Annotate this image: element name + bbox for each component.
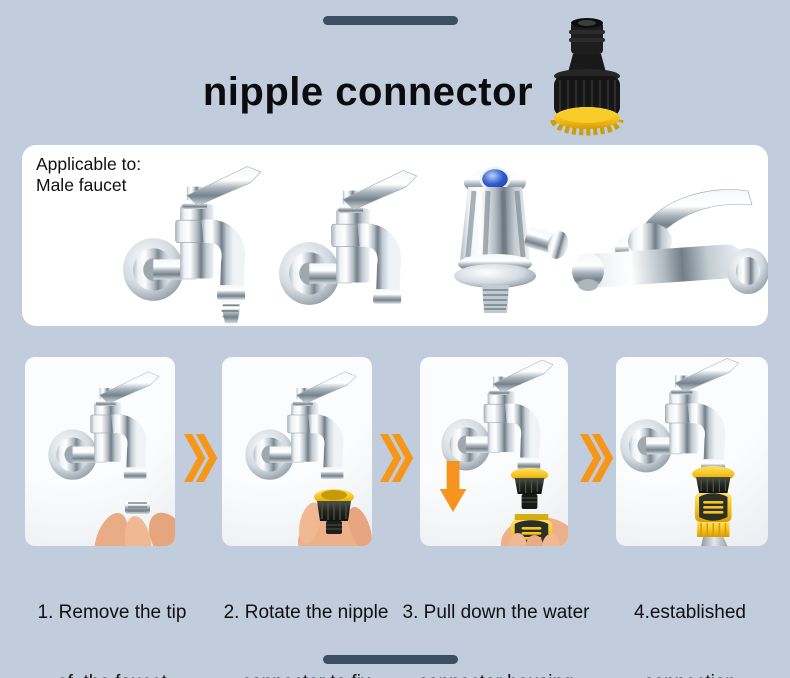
step-card-2 bbox=[222, 357, 372, 546]
next-step-chevron-icon bbox=[580, 434, 614, 482]
step-photo-pull-down-housing bbox=[420, 357, 568, 546]
step-card-3 bbox=[420, 357, 568, 546]
step-card-1 bbox=[25, 357, 175, 546]
male-bibcock-faucet-ribbed-icon bbox=[123, 166, 261, 324]
arrow-down-icon bbox=[439, 461, 467, 512]
faucet-examples-image bbox=[22, 145, 768, 324]
applicable-label-line2: Male faucet bbox=[36, 175, 127, 195]
step-photo-rotate-connector bbox=[222, 357, 372, 546]
step-photo-established-connection bbox=[616, 357, 768, 546]
wall-mixer-faucet-icon bbox=[572, 189, 768, 294]
applicable-label-line1: Applicable to: bbox=[36, 154, 142, 174]
angle-valve-icon bbox=[454, 166, 569, 313]
applicable-panel: Applicable to: Male faucet bbox=[22, 145, 768, 326]
step-caption-4: 4.established connection bbox=[634, 602, 746, 678]
step-caption-2: 2. Rotate the nipple connector to fix bbox=[223, 602, 389, 678]
next-step-chevron-icon bbox=[184, 434, 218, 482]
bottom-accent-bar bbox=[323, 655, 458, 664]
step-caption-1: 1. Remove the tip of the faucet bbox=[37, 602, 187, 678]
top-accent-bar bbox=[323, 16, 458, 25]
step-card-4 bbox=[616, 357, 768, 546]
page-title: nipple connector bbox=[202, 70, 534, 114]
step-photo-remove-tip bbox=[25, 357, 175, 546]
applicable-label: Applicable to: Male faucet bbox=[36, 154, 141, 196]
product-photo-nipple-connector-icon bbox=[550, 18, 624, 136]
step-caption-3: 3. Pull down the water connector housing bbox=[402, 602, 590, 678]
male-bibcock-faucet-icon bbox=[279, 170, 417, 304]
next-step-chevron-icon bbox=[380, 434, 414, 482]
